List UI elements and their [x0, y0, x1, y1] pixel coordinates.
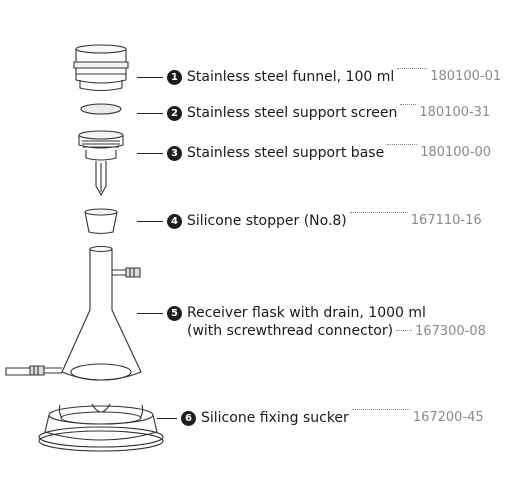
part-name-line-2: (with screwthread connector) 167300-08: [187, 322, 486, 341]
part-name: Stainless steel funnel, 100 ml: [187, 69, 395, 85]
part-2-callout: 2 Stainless steel support screen 180100-…: [137, 104, 490, 122]
leader-line: [157, 418, 177, 419]
part-code: 167110-16: [410, 213, 482, 228]
part-code: 180100-31: [419, 105, 491, 120]
part-code: 180100-01: [430, 69, 502, 84]
part-number-badge: 5: [167, 306, 182, 321]
dotted-leader: [349, 212, 408, 213]
part-name: Receiver flask with drain, 1000 ml (with…: [187, 304, 486, 341]
part-name-line-2-text: (with screwthread connector): [187, 323, 394, 339]
part-name: Silicone fixing sucker: [201, 410, 349, 426]
fixing-sucker-illustration: [38, 403, 164, 452]
part-name-line-1: Receiver flask with drain, 1000 ml: [187, 305, 426, 321]
part-number-badge: 1: [167, 70, 182, 85]
dotted-leader: [387, 144, 418, 145]
part-number-badge: 3: [167, 146, 182, 161]
leader-line: [137, 313, 163, 314]
funnel-illustration: [73, 44, 129, 92]
support-screen-illustration: [80, 103, 122, 115]
dotted-leader: [397, 68, 428, 69]
receiver-flask-illustration: [5, 245, 142, 381]
part-number-badge: 2: [167, 106, 182, 121]
part-number-badge: 4: [167, 214, 182, 229]
dotted-leader: [351, 409, 410, 410]
part-code: 167300-08: [415, 324, 486, 339]
part-6-callout: 6 Silicone fixing sucker 167200-45: [157, 409, 484, 427]
leader-line: [137, 77, 163, 78]
part-name: Stainless steel support base: [187, 145, 385, 161]
leader-line: [137, 153, 163, 154]
part-5-callout: 5 Receiver flask with drain, 1000 ml (wi…: [137, 304, 486, 341]
dotted-leader: [396, 330, 413, 331]
part-3-callout: 3 Stainless steel support base 180100-00: [137, 144, 491, 162]
part-1-callout: 1 Stainless steel funnel, 100 ml 180100-…: [137, 68, 501, 86]
part-number-badge: 6: [181, 411, 196, 426]
dotted-leader: [400, 104, 417, 105]
leader-line: [137, 221, 163, 222]
silicone-stopper-illustration: [84, 208, 118, 235]
support-base-illustration: [78, 130, 124, 197]
part-name: Stainless steel support screen: [187, 105, 398, 121]
part-name: Silicone stopper (No.8): [187, 213, 347, 229]
part-code: 167200-45: [412, 410, 484, 425]
part-4-callout: 4 Silicone stopper (No.8) 167110-16: [137, 212, 482, 230]
part-code: 180100-00: [420, 145, 492, 160]
leader-line: [137, 113, 163, 114]
